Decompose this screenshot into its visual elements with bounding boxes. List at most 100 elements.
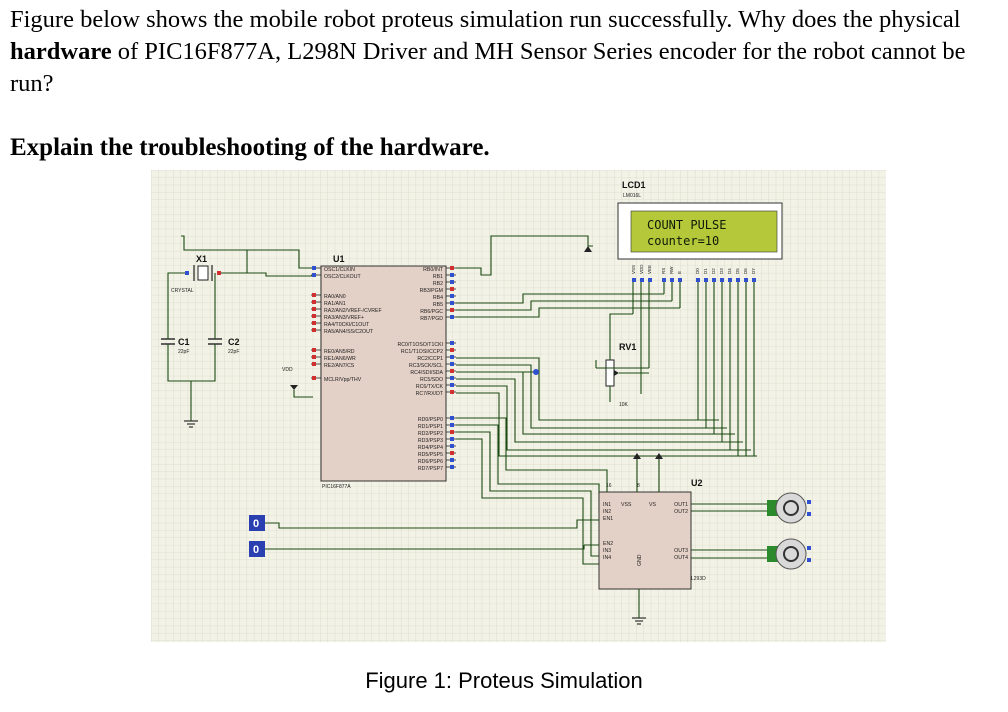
svg-text:RA0/AN0: RA0/AN0 [324, 294, 346, 300]
mcu-ref: U1 [333, 254, 345, 264]
subheading: Explain the troubleshooting of the hardw… [10, 134, 490, 161]
svg-text:D2: D2 [711, 268, 716, 274]
svg-text:D4: D4 [727, 268, 732, 274]
pin-state-marker [450, 390, 454, 394]
svg-text:0: 0 [253, 544, 259, 556]
svg-text:D7: D7 [751, 268, 756, 274]
svg-text:RB7/PGD: RB7/PGD [420, 316, 443, 322]
question-part2: of PIC16F877A, L298N Driver and MH Senso… [10, 38, 966, 97]
svg-text:GND: GND [637, 554, 643, 566]
svg-text:RD0/PSP0: RD0/PSP0 [418, 417, 443, 423]
pin-state-marker [450, 465, 454, 469]
proteus-schematic: LCD1 LM016L COUNT PULSE counter=10 VSS V… [151, 170, 886, 642]
mcu-model: PIC16F877A [322, 484, 351, 490]
svg-text:VSS: VSS [621, 502, 632, 508]
pin-state-marker [450, 383, 454, 387]
pin-state-marker [450, 280, 454, 284]
svg-text:RE2/AN7/CS: RE2/AN7/CS [324, 363, 355, 369]
svg-text:D0: D0 [695, 268, 700, 274]
svg-text:IN2: IN2 [603, 509, 611, 515]
svg-text:RB4: RB4 [433, 295, 443, 301]
svg-text:IN4: IN4 [603, 555, 611, 561]
pin-state-marker [450, 266, 454, 270]
pin-state-marker [450, 369, 454, 373]
driver-ref: U2 [691, 478, 703, 488]
svg-text:RW: RW [669, 266, 674, 274]
svg-text:OUT2: OUT2 [674, 509, 688, 515]
svg-text:RE1/AN6/WR: RE1/AN6/WR [324, 356, 356, 362]
svg-text:RD6/PSP6: RD6/PSP6 [418, 459, 443, 465]
pin-state-marker [450, 355, 454, 359]
vdd-label: VDD [282, 367, 293, 373]
motor-2 [767, 538, 811, 570]
pin-state-marker [450, 294, 454, 298]
svg-text:RB6/PGC: RB6/PGC [420, 309, 443, 315]
svg-text:RA2/AN2/VREF-/CVREF: RA2/AN2/VREF-/CVREF [324, 308, 382, 314]
pin-state-marker [450, 287, 454, 291]
svg-text:RC0/T1OSO/T1CKI: RC0/T1OSO/T1CKI [397, 342, 443, 348]
lcd-line-2: counter=10 [647, 234, 719, 248]
logic-state-1: 0 [249, 515, 584, 531]
pin-state-marker [450, 315, 454, 319]
pin-state-marker [450, 416, 454, 420]
svg-text:16: 16 [606, 483, 612, 489]
pin-state-marker [450, 458, 454, 462]
svg-text:0: 0 [253, 518, 259, 530]
pin-state-marker [450, 341, 454, 345]
svg-text:RB3/PGM: RB3/PGM [420, 288, 443, 294]
svg-text:VDD: VDD [639, 264, 644, 274]
svg-text:RC7/RX/DT: RC7/RX/DT [416, 391, 444, 397]
svg-text:RA5/AN4/SS/C2OUT: RA5/AN4/SS/C2OUT [324, 329, 374, 335]
svg-text:D3: D3 [719, 268, 724, 274]
rv-ref: RV1 [619, 342, 636, 352]
vdd-supply: VDD [282, 367, 313, 398]
svg-text:8: 8 [637, 483, 640, 489]
logic-state-2: 0 [249, 541, 585, 557]
pin-state-marker [450, 451, 454, 455]
svg-text:VSS: VSS [631, 265, 636, 274]
svg-text:RB0/INT: RB0/INT [423, 267, 444, 273]
svg-text:RA3/AN3/VREF+: RA3/AN3/VREF+ [324, 315, 364, 321]
lcd-display: LCD1 LM016L COUNT PULSE counter=10 VSS V… [617, 180, 783, 282]
svg-text:RB5: RB5 [433, 302, 443, 308]
lcd-ref: LCD1 [622, 180, 646, 190]
svg-text:RD1/PSP1: RD1/PSP1 [418, 424, 443, 430]
svg-text:OUT1: OUT1 [674, 502, 688, 508]
svg-text:EN2: EN2 [603, 541, 613, 547]
pin-state-marker [450, 376, 454, 380]
pin-state-marker [450, 348, 454, 352]
svg-text:RC1/T1OSI/CCP2: RC1/T1OSI/CCP2 [401, 349, 443, 355]
question-part1: Figure below shows the mobile robot prot… [10, 6, 961, 33]
question-bold-word: hardware [10, 38, 112, 65]
svg-text:RD7/PSP7: RD7/PSP7 [418, 466, 443, 472]
svg-text:RD4/PSP4: RD4/PSP4 [418, 445, 443, 451]
pin-state-marker [450, 273, 454, 277]
svg-text:OSC2/CLKOUT: OSC2/CLKOUT [324, 274, 361, 280]
svg-text:D5: D5 [735, 268, 740, 274]
pin-state-marker [450, 437, 454, 441]
svg-text:RC4/SDI/SDA: RC4/SDI/SDA [410, 370, 443, 376]
svg-text:D6: D6 [743, 268, 748, 274]
svg-text:RD3/PSP3: RD3/PSP3 [418, 438, 443, 444]
svg-text:RA4/T0CKI/C1OUT: RA4/T0CKI/C1OUT [324, 322, 370, 328]
svg-text:EN1: EN1 [603, 516, 613, 522]
motor-driver-l293d: U2 16 8 L293D IN1 IN2 EN1 EN2 IN3 IN4 VS… [584, 453, 771, 625]
c1-ref: C1 [178, 337, 190, 347]
c2-ref: C2 [228, 337, 240, 347]
rv-value: 10K [619, 402, 629, 408]
svg-text:OUT4: OUT4 [674, 555, 688, 561]
svg-text:OUT3: OUT3 [674, 548, 688, 554]
svg-text:RC6/TX/CK: RC6/TX/CK [416, 384, 444, 390]
c1-value: 22pF [178, 349, 189, 355]
svg-text:RC2/CCP1: RC2/CCP1 [417, 356, 443, 362]
svg-text:RC5/SDO: RC5/SDO [420, 377, 443, 383]
pin-state-marker [450, 362, 454, 366]
svg-text:D1: D1 [703, 268, 708, 274]
svg-text:VS: VS [649, 502, 656, 508]
svg-text:RB2: RB2 [433, 281, 443, 287]
pin-state-marker [450, 423, 454, 427]
pin-state-marker [450, 430, 454, 434]
crystal-ref: X1 [196, 254, 207, 264]
motor-1 [767, 492, 811, 524]
svg-text:RC3/SCK/SCL: RC3/SCK/SCL [409, 363, 443, 369]
